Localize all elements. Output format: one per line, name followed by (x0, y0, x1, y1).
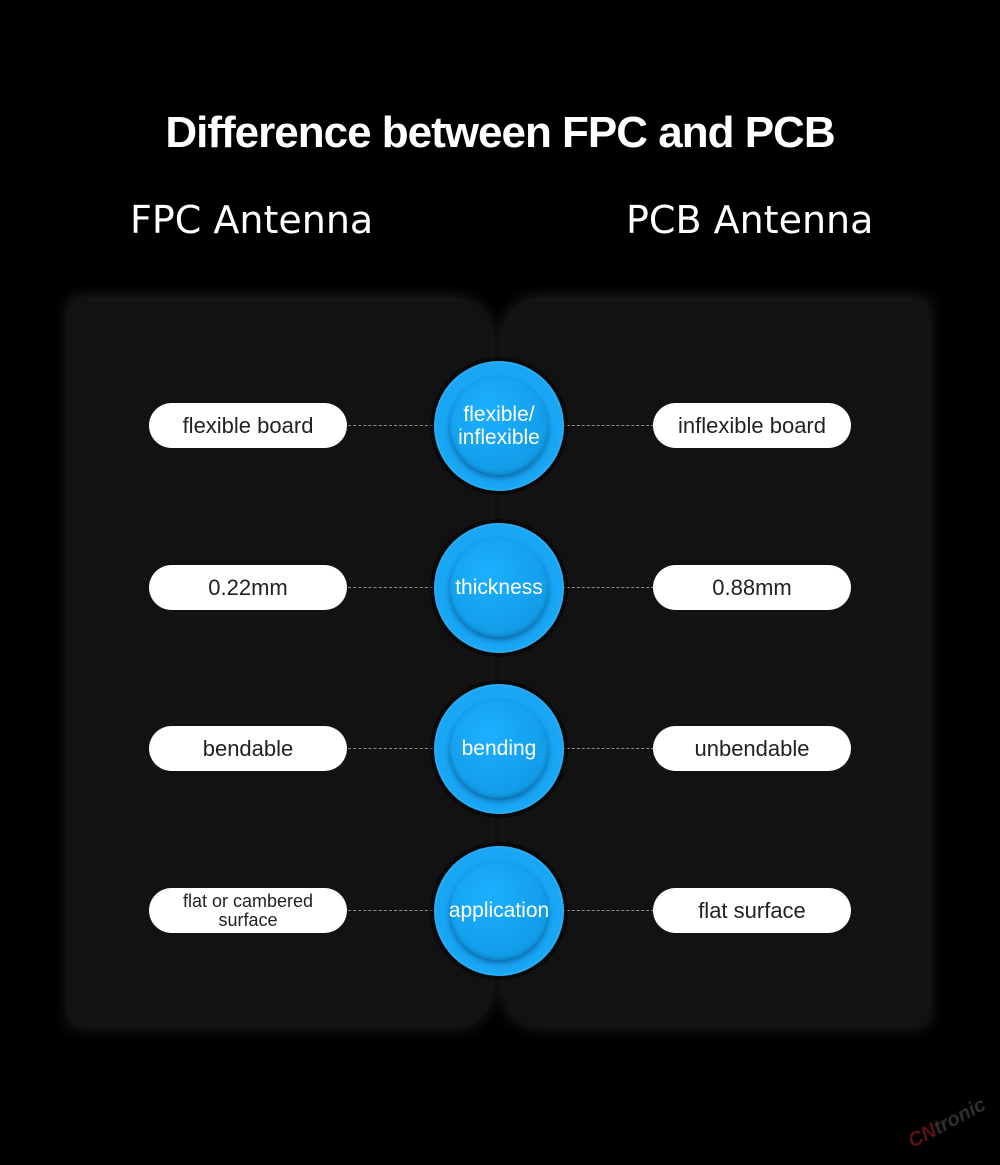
attribute-circle: application (434, 846, 564, 976)
page-title: Difference between FPC and PCB (165, 108, 835, 157)
fpc-column-heading: FPC Antenna (130, 198, 374, 242)
attribute-circle-inner (450, 700, 548, 798)
pcb-value-pill: unbendable (653, 726, 851, 771)
connector-line (562, 425, 654, 426)
comparison-row-application: flat or cambered surface flat surface ap… (0, 846, 1000, 976)
fpc-value: flexible board (182, 413, 314, 438)
comparison-row-flexibility: flexible board inflexible board flexible… (0, 361, 1000, 491)
attribute-label: bending (461, 737, 537, 760)
fpc-value: flat or cambered surface (182, 890, 314, 930)
pcb-value-pill: inflexible board (653, 403, 851, 448)
pcb-value-pill: 0.88mm (653, 565, 851, 610)
connector-line (348, 587, 438, 588)
fpc-value: 0.22mm (208, 575, 288, 600)
attribute-circle: bending (434, 684, 564, 814)
attribute-circle-inner (450, 377, 548, 475)
pcb-value: unbendable (694, 736, 810, 761)
comparison-row-thickness: 0.22mm 0.88mm thickness (0, 523, 1000, 653)
pcb-value: inflexible board (678, 413, 826, 438)
attribute-circle: flexible/ inflexible (434, 361, 564, 491)
comparison-row-bending: bendable unbendable bending (0, 684, 1000, 814)
connector-line (562, 910, 654, 911)
pcb-value: flat surface (698, 898, 806, 923)
connector-line (562, 587, 654, 588)
connector-line (562, 748, 654, 749)
attribute-circle-inner (450, 539, 548, 637)
connector-line (348, 748, 438, 749)
connector-line (348, 910, 438, 911)
fpc-value: bendable (202, 736, 294, 761)
pcb-value: 0.88mm (712, 575, 792, 600)
pcb-column-heading: PCB Antenna (626, 198, 874, 242)
attribute-circle: thickness (434, 523, 564, 653)
attribute-label: flexible/ inflexible (458, 403, 540, 449)
attribute-circle-inner (450, 862, 548, 960)
fpc-value-pill: flat or cambered surface (149, 888, 347, 933)
pcb-value-pill: flat surface (653, 888, 851, 933)
connector-line (348, 425, 438, 426)
fpc-value-pill: 0.22mm (149, 565, 347, 610)
watermark-logo: CNtronic (904, 1093, 990, 1153)
fpc-value-pill: flexible board (149, 403, 347, 448)
attribute-label: thickness (455, 576, 543, 599)
fpc-value-pill: bendable (149, 726, 347, 771)
attribute-label: application (448, 899, 550, 922)
